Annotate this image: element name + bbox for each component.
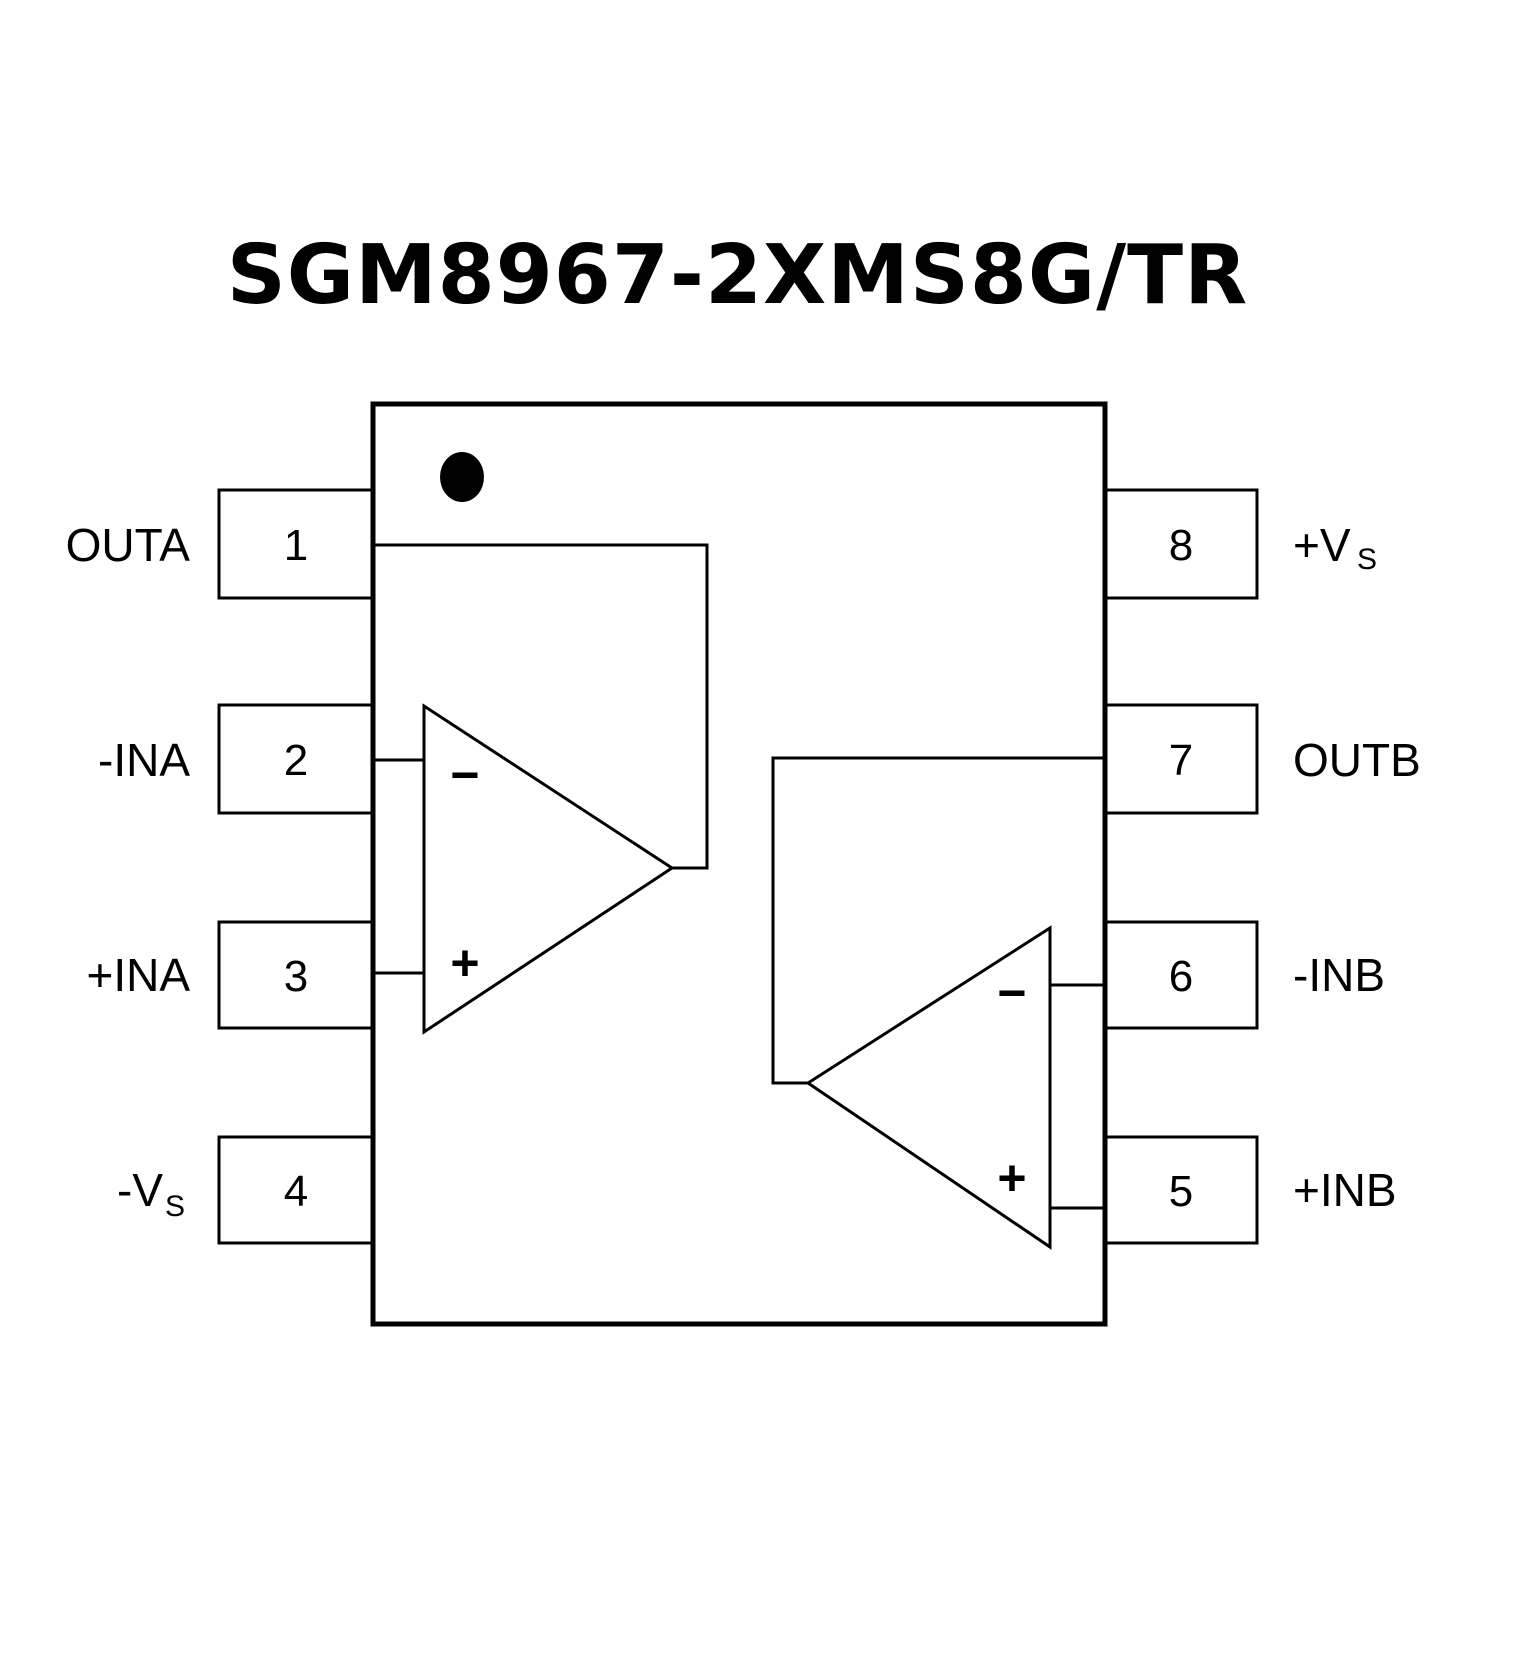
pin-8: 8 +V S — [1105, 488, 1377, 600]
pin-number: 6 — [1169, 952, 1193, 1001]
noninverting-symbol: + — [450, 935, 479, 991]
pin-number: 4 — [284, 1167, 308, 1216]
pin-1: 1 OUTA — [66, 488, 373, 600]
op-amp-a: − + — [373, 543, 709, 1035]
pin-label: +INB — [1293, 1164, 1397, 1216]
noninverting-symbol: + — [997, 1150, 1026, 1206]
pin-7: 7 OUTB — [1105, 703, 1421, 815]
pin-label: +V — [1293, 519, 1351, 571]
op-amp-b: − + — [771, 756, 1105, 1250]
op-amp-b-output-wire — [771, 756, 1105, 1085]
part-number-title: SGM8967-2XMS8G/TR — [226, 228, 1249, 323]
pin1-marker-dot — [440, 452, 484, 502]
pin-number: 7 — [1169, 736, 1193, 785]
pin-number: 3 — [284, 952, 308, 1001]
pin-number: 2 — [284, 736, 308, 785]
pin-5: 5 +INB — [1105, 1135, 1397, 1245]
op-amp-a-triangle — [422, 703, 675, 1035]
pin-label: +INA — [86, 949, 190, 1001]
inverting-symbol: − — [997, 965, 1026, 1021]
pin-label: -V — [117, 1164, 163, 1216]
pin-label: OUTB — [1293, 734, 1421, 786]
pin-number: 1 — [284, 521, 308, 570]
pin-label: OUTA — [66, 519, 191, 571]
pin-6: 6 -INB — [1105, 920, 1385, 1030]
pin-label: -INB — [1293, 949, 1385, 1001]
package-body — [370, 401, 1108, 1327]
op-amp-b-triangle — [805, 925, 1052, 1250]
pin-4: 4 -V S — [117, 1135, 373, 1245]
pin-2: 2 -INA — [98, 703, 373, 815]
pin-label-subscript: S — [1357, 543, 1377, 576]
op-amp-a-output-wire — [373, 543, 709, 870]
pin-number: 5 — [1169, 1167, 1193, 1216]
pin-label-subscript: S — [165, 1190, 185, 1223]
pin-number: 8 — [1169, 521, 1193, 570]
pin-3: 3 +INA — [86, 920, 373, 1030]
inverting-symbol: − — [450, 747, 479, 803]
pin-label: -INA — [98, 734, 190, 786]
